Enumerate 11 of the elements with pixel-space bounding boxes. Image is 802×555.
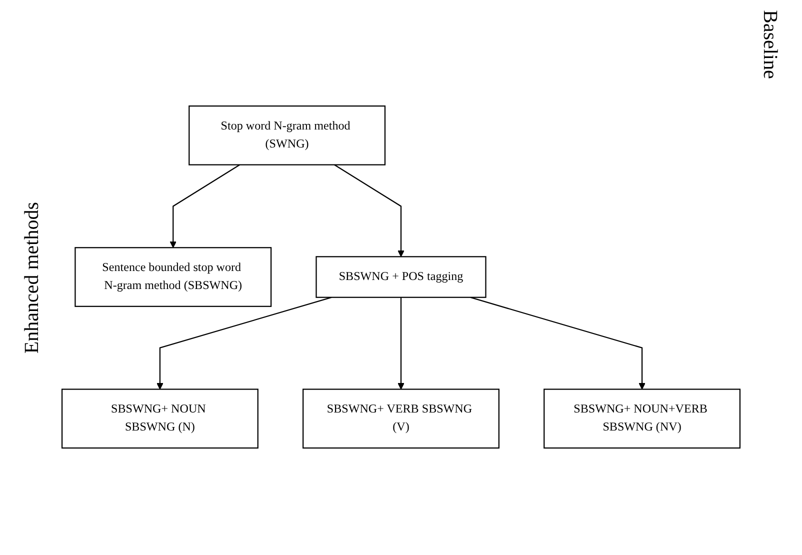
- node-box: SBSWNG+ NOUN+VERB SBSWNG (NV): [544, 389, 741, 450]
- arrow: [170, 164, 240, 248]
- node-box: SBSWNG+ NOUN SBSWNG (N): [61, 389, 258, 450]
- arrow: [398, 298, 404, 390]
- node-box: SBSWNG+ VERB SBSWNG (V): [302, 389, 500, 450]
- side-label: Baseline: [758, 10, 781, 79]
- arrow: [334, 164, 404, 258]
- node-box: SBSWNG + POS tagging: [316, 256, 486, 298]
- node-box: Stop word N-gram method (SWNG): [188, 106, 386, 166]
- node-box: Sentence bounded stop word N-gram method (SBSWNG): [74, 248, 272, 308]
- side-label: Enhanced methods: [21, 202, 44, 354]
